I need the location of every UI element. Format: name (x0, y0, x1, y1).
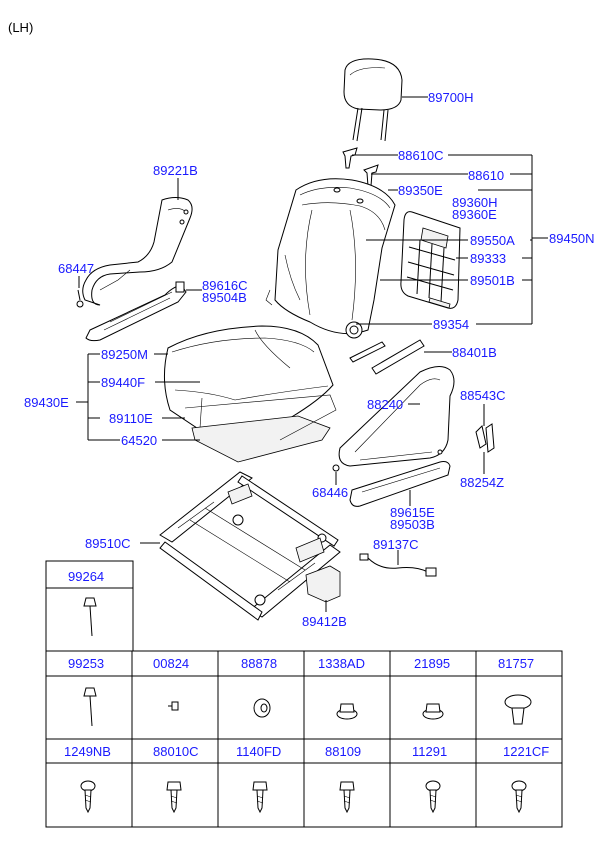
nut-21895-drawing (422, 703, 444, 720)
label-89504B: 89504B (202, 290, 247, 305)
screw-1249NB-drawing (80, 780, 96, 814)
screw-11291-drawing (425, 780, 441, 814)
label-89110E: 89110E (109, 411, 153, 426)
leader-lines (76, 96, 548, 612)
fastener-label-99253: 99253 (68, 656, 104, 671)
label-89250M: 89250M (101, 347, 148, 362)
screw-88010C-drawing (166, 781, 182, 814)
fastener-label-1140FD: 1140FD (236, 744, 281, 759)
fastener-label-1338AD: 1338AD (318, 656, 365, 671)
lh-corner-label: (LH) (8, 20, 33, 35)
label-89412B: 89412B (302, 614, 347, 629)
grommet-88878-drawing (253, 698, 271, 718)
label-89700H: 89700H (428, 90, 474, 105)
screw-1221CF-drawing (511, 780, 527, 814)
inner-shield-drawing (85, 281, 187, 342)
headrest-drawing (343, 58, 403, 142)
label-89354: 89354 (433, 317, 469, 332)
headrest-guides-drawing (342, 147, 379, 187)
label-89450N: 89450N (549, 231, 595, 246)
fastener-label-88109: 88109 (325, 744, 361, 759)
label-64520: 64520 (121, 433, 157, 448)
label-68447: 68447 (58, 261, 94, 276)
label-88610C: 88610C (398, 148, 444, 163)
strap-drawing (349, 341, 386, 363)
fastener-label-1221CF: 1221CF (503, 744, 549, 759)
fastener-label-88010C: 88010C (153, 744, 199, 759)
label-89137C: 89137C (373, 537, 419, 552)
clip-99253-drawing (83, 687, 97, 727)
label-89501B: 89501B (470, 273, 515, 288)
label-89333: 89333 (470, 251, 506, 266)
label-89510C: 89510C (85, 536, 131, 551)
fastener-label-11291: 11291 (412, 744, 447, 759)
fastener-table: 99264 99253 00824 88878 1338AD 21895 817… (45, 560, 563, 828)
label-88254Z: 88254Z (460, 475, 504, 490)
label-89503B: 89503B (390, 517, 435, 532)
label-89221B: 89221B (153, 163, 198, 178)
screw-88109-drawing (339, 781, 355, 814)
pin-00824-drawing (168, 701, 179, 711)
fastener-label-1249NB: 1249NB (64, 744, 111, 759)
fastener-label-88878: 88878 (241, 656, 277, 671)
fastener-label-99264: 99264 (68, 569, 104, 584)
fastener-label-81757: 81757 (498, 656, 534, 671)
seat-cushion-drawing (164, 325, 337, 463)
label-89350E: 89350E (398, 183, 443, 198)
clip-81757-drawing (504, 694, 532, 725)
label-89550A: 89550A (470, 233, 515, 248)
label-89360E: 89360E (452, 207, 497, 222)
bracket-drawing (305, 565, 341, 603)
label-89360H: 89360H (452, 195, 498, 210)
callout-labels: 89700H 88610C 88610 89350E 89360H 89360E… (24, 90, 595, 629)
label-89430E: 89430E (24, 395, 69, 410)
label-88543C: 88543C (460, 388, 506, 403)
seat-back-drawing (265, 178, 396, 339)
label-88401B: 88401B (452, 345, 497, 360)
harness-drawing (359, 553, 437, 577)
fastener-label-00824: 00824 (153, 656, 189, 671)
back-board-drawing (400, 211, 461, 309)
label-89440F: 89440F (101, 375, 145, 390)
side-shield-drawing (332, 339, 495, 507)
nut-1338AD-drawing (336, 703, 358, 720)
label-88610: 88610 (468, 168, 504, 183)
label-88240: 88240 (367, 397, 403, 412)
clip-99264-drawing (83, 597, 97, 637)
label-89616C: 89616C (202, 278, 248, 293)
label-68446: 68446 (312, 485, 348, 500)
screw-1140FD-drawing (252, 781, 268, 814)
seat-track-frame-drawing (159, 471, 341, 621)
recliner-cover-drawing (76, 197, 193, 308)
fastener-label-21895: 21895 (414, 656, 450, 671)
label-89615E: 89615E (390, 505, 435, 520)
